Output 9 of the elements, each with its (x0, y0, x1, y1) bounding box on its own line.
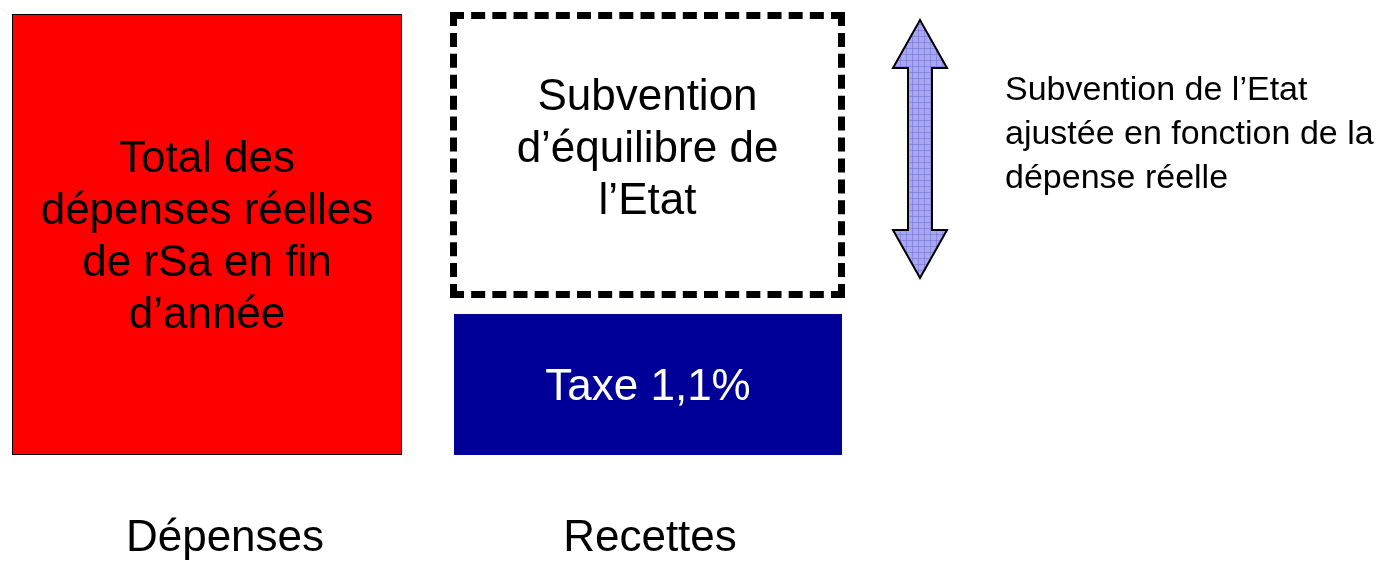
box-text: Taxe 1,1% (545, 358, 751, 411)
column-caption: Recettes (562, 510, 738, 561)
tax-box (454, 314, 842, 455)
box-text: Subvention d’équilibre de l’Etat (515, 69, 780, 225)
box-text: Total des dépenses réelles de rSa en fin d’année (39, 130, 375, 339)
expense-box (12, 14, 402, 455)
annotation-text: Subvention de l’Etat ajustée en fonction de la dépense réelle (1005, 68, 1375, 197)
subsidy-box (450, 12, 845, 298)
column-caption: Dépenses (124, 510, 326, 561)
